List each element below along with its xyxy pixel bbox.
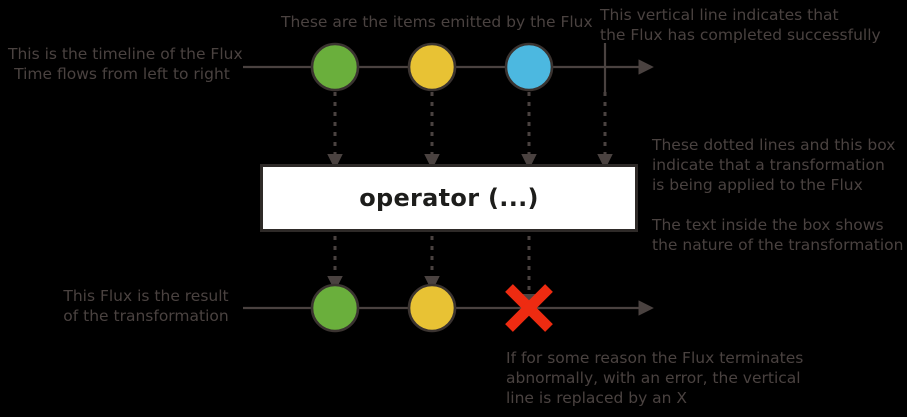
result-timeline-group — [243, 283, 654, 333]
operator-box[interactable]: operator (...) — [260, 164, 638, 232]
marble-green-source[interactable] — [310, 42, 360, 92]
source-timeline-group — [243, 42, 654, 92]
annotation-box-text: The text inside the box shows the nature… — [652, 216, 904, 254]
annotation-timeline: This is the timeline of the Flux Time fl… — [8, 45, 243, 83]
marble-green-result[interactable] — [310, 283, 360, 333]
dotted-arrows-out-of-operator — [327, 236, 537, 310]
marble-blue-source[interactable] — [504, 42, 554, 92]
annotation-completion: This vertical line indicates that the Fl… — [600, 6, 881, 44]
marble-yellow-result[interactable] — [407, 283, 457, 333]
annotation-items: These are the items emitted by the Flux — [281, 13, 593, 31]
operator-label: operator (...) — [359, 184, 539, 212]
error-x-icon — [505, 284, 553, 332]
annotation-transformation: These dotted lines and this box indicate… — [652, 136, 896, 194]
dotted-arrows-into-operator — [327, 92, 613, 170]
marble-yellow-source[interactable] — [407, 42, 457, 92]
annotation-error: If for some reason the Flux terminates a… — [506, 349, 804, 407]
annotation-result: This Flux is the result of the transform… — [63, 287, 229, 325]
